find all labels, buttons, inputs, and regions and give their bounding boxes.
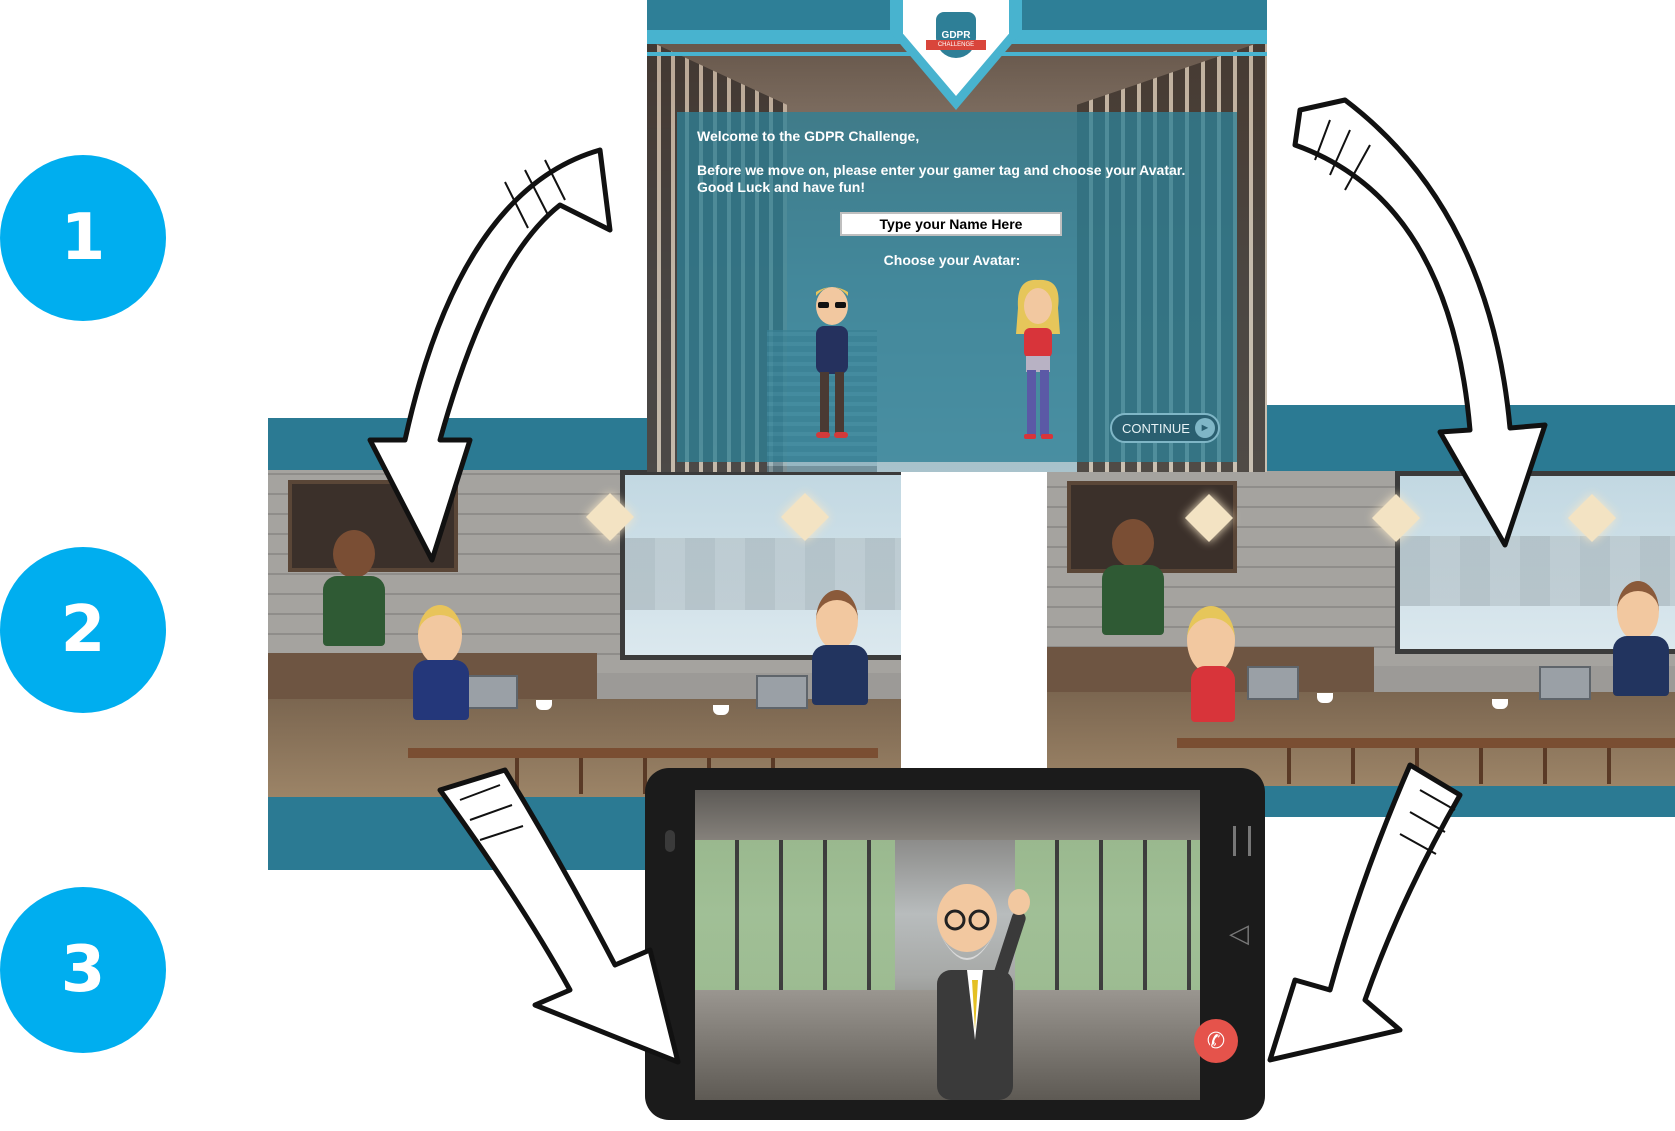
welcome-instructions: Before we move on, please enter your gam…: [697, 162, 1186, 195]
menu-icon: [1233, 826, 1251, 856]
continue-button[interactable]: CONTINUE ►: [1110, 413, 1220, 443]
step-3-badge: 3: [0, 887, 166, 1053]
logo-ribbon: CHALLENGE: [926, 40, 986, 50]
gamer-tag-input[interactable]: [840, 212, 1062, 236]
shield-icon: GDPR: [936, 12, 976, 58]
arrow-right-icon: ►: [1195, 418, 1215, 438]
back-triangle-icon[interactable]: ◁: [1229, 918, 1249, 948]
male-avatar-option[interactable]: [805, 282, 859, 442]
phone-call-frame: ◁ ✆: [645, 768, 1265, 1120]
phone-speaker: [665, 830, 675, 852]
phone-hangup-icon: ✆: [1206, 1028, 1226, 1053]
mentor-character: [937, 884, 1030, 1100]
continue-label: CONTINUE: [1122, 420, 1190, 436]
phone-screen: [695, 790, 1200, 1100]
step-2-badge: 2: [0, 547, 166, 713]
female-avatar-option[interactable]: [1010, 278, 1066, 444]
welcome-greeting: Welcome to the GDPR Challenge,: [697, 128, 920, 144]
choose-avatar-label: Choose your Avatar:: [883, 252, 1021, 268]
welcome-panel: [677, 112, 1237, 462]
welcome-screen: GDPR CHALLENGE Welcome to the GDPR Chall…: [647, 0, 1267, 472]
phone-hangup-button[interactable]: ✆: [1194, 1019, 1238, 1063]
step-1-badge: 1: [0, 155, 166, 321]
